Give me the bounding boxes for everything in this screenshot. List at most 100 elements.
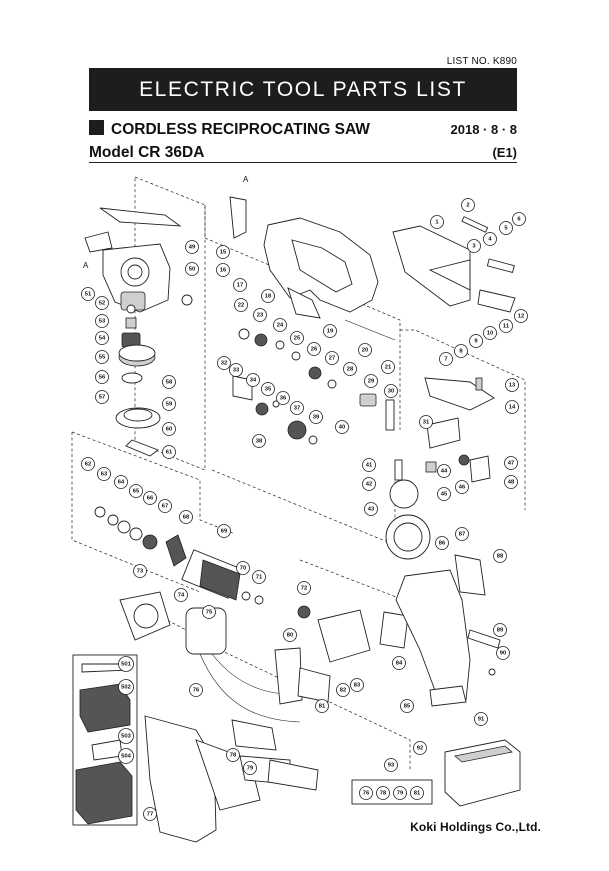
part-callout-56: 56 [95,370,109,384]
callout-circle [95,296,109,310]
callout-circle [469,334,483,348]
callout-number: 62 [85,461,91,467]
callout-number: 54 [99,335,106,341]
part-callout-89: 89 [493,623,507,637]
callout-number: 2 [466,202,469,208]
motor-section [94,506,409,723]
callout-circle [97,467,111,481]
part-callout-30: 30 [384,384,398,398]
callout-circle [336,683,350,697]
callout-number: 45 [441,491,448,497]
callout-number: 43 [368,506,375,512]
callout-number: 80 [287,632,293,638]
callout-number: 81 [319,703,326,709]
callout-number: 38 [256,438,263,444]
callout-circle [118,728,134,744]
callout-circle [467,239,481,253]
callout-number: 28 [347,366,354,372]
callout-circle [325,351,339,365]
part-callout-17: 17 [233,278,247,292]
part-callout-11: 11 [499,319,513,333]
callout-circle [499,221,513,235]
model-name: Model CR 36DA [89,144,205,161]
document-title: ELECTRIC TOOL PARTS LIST [89,68,517,111]
callout-circle [253,308,267,322]
part-callout-76: 76 [189,683,203,697]
callout-circle [410,786,424,800]
part-callout-61: 61 [162,445,176,459]
callout-circle [252,570,266,584]
callout-number: 90 [500,650,506,656]
callout-circle [118,679,134,695]
callout-circle [512,212,526,226]
callout-number: 69 [221,528,228,534]
callout-number: 501 [121,661,131,667]
callout-circle [504,456,518,470]
callout-circle [384,384,398,398]
part-callout-40: 40 [335,420,349,434]
part-callout-36: 36 [276,391,290,405]
part-callout-63: 63 [97,467,111,481]
callout-number: 7 [444,356,447,362]
callout-circle [393,786,407,800]
part-callout-39: 39 [309,410,323,424]
callout-number: 46 [459,484,466,490]
part-callout-29: 29 [364,374,378,388]
callout-circle [216,263,230,277]
callout-circle [216,245,230,259]
part-callout-87: 87 [455,527,469,541]
callout-number: 37 [294,405,300,411]
part-callout-31: 31 [419,415,433,429]
callout-circle [95,370,109,384]
part-callout-27: 27 [325,351,339,365]
part-callout-84: 84 [392,656,406,670]
model-header-row: Model CR 36DA (E1) [89,144,517,162]
callout-circle [343,362,357,376]
part-callout-18: 18 [261,289,275,303]
part-callout-55: 55 [95,350,109,364]
part-callout-10: 10 [483,326,497,340]
callout-number: 15 [220,249,227,255]
kit-callout-79: 79 [393,786,407,800]
callout-number: 78 [230,752,237,758]
callout-circle [505,378,519,392]
callout-circle [143,807,157,821]
callout-number: 502 [121,684,131,690]
callout-circle [335,420,349,434]
callout-number: 82 [340,687,346,693]
callout-circle [129,484,143,498]
callout-circle [273,318,287,332]
callout-number: 76 [363,790,370,796]
part-callout-13: 13 [505,378,519,392]
part-callout-6: 6 [512,212,526,226]
callout-number: 503 [121,733,131,739]
callout-number: 5 [504,225,508,231]
part-callout-59: 59 [162,397,176,411]
callout-number: 9 [474,338,478,344]
callout-number: 34 [250,377,257,383]
callout-number: 78 [380,790,387,796]
part-callout-58: 58 [162,375,176,389]
callout-circle [276,391,290,405]
callout-circle [309,410,323,424]
callout-circle [315,699,329,713]
part-callout-77: 77 [143,807,157,821]
part-callout-41: 41 [362,458,376,472]
part-callout-34: 34 [246,373,260,387]
callout-number: 25 [294,335,301,341]
callout-number: 18 [265,293,272,299]
kit-callout-81: 81 [410,786,424,800]
callout-circle [430,215,444,229]
callout-number: 53 [99,318,106,324]
callout-number: 29 [368,378,375,384]
part-callout-79: 79 [243,761,257,775]
callout-number: 67 [162,503,168,509]
callout-circle [162,445,176,459]
callout-circle [189,683,203,697]
callout-circle [185,262,199,276]
front-housing-lower [144,715,319,843]
part-callout-48: 48 [504,475,518,489]
issue-date: 2018 · 8 · 8 [450,122,518,137]
part-callout-22: 22 [234,298,248,312]
